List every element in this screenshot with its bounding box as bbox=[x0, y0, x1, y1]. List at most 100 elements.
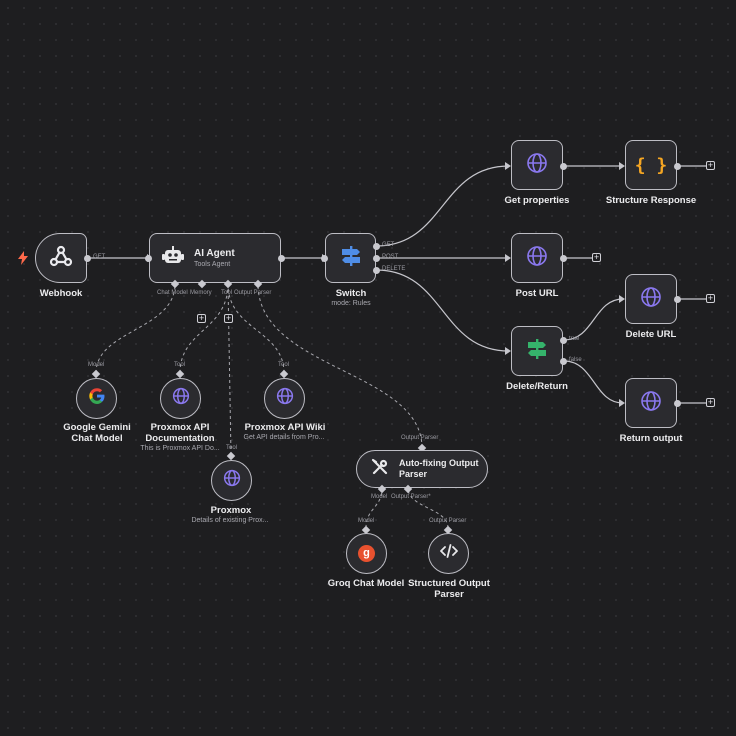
ai-agent-input-handle[interactable] bbox=[145, 255, 152, 262]
ai-agent-output-handle[interactable] bbox=[278, 255, 285, 262]
proxmox-subtitle: Details of existing Prox... bbox=[191, 517, 269, 524]
memory-add-button[interactable]: + bbox=[197, 313, 206, 323]
arrow-head bbox=[619, 295, 625, 303]
groq-icon: g bbox=[358, 545, 375, 562]
structure-response-add-button[interactable]: + bbox=[706, 160, 715, 170]
edge-apiwiki-tool bbox=[227, 283, 285, 374]
globe-icon bbox=[640, 390, 662, 417]
edge-parser-outputparser bbox=[257, 283, 423, 449]
globe-icon bbox=[223, 469, 241, 492]
gemini-title: Google Gemini Chat Model bbox=[63, 422, 131, 444]
braces-icon: { } bbox=[634, 154, 668, 176]
switch-input-handle[interactable] bbox=[321, 255, 328, 262]
arrow-head bbox=[619, 162, 625, 170]
robot-icon bbox=[162, 245, 184, 272]
auto-parser-output-parser-label: Output Parser* bbox=[391, 494, 431, 500]
globe-icon bbox=[172, 387, 190, 410]
tool-add-button[interactable]: + bbox=[224, 313, 233, 323]
auto-fixing-parser-title: Auto-fixing Output Parser bbox=[399, 458, 479, 479]
delete-return-true-label: true bbox=[569, 336, 580, 342]
arrow-head bbox=[505, 254, 511, 262]
ai-agent-node[interactable]: AI Agent Tools Agent bbox=[149, 233, 281, 283]
api-doc-port-label: Tool bbox=[174, 362, 186, 368]
ai-agent-subtitle: Tools Agent bbox=[194, 261, 231, 268]
globe-icon bbox=[276, 387, 294, 410]
delete-return-true-handle[interactable] bbox=[560, 337, 567, 344]
get-properties-node[interactable] bbox=[511, 140, 563, 190]
structure-response-node[interactable]: { } bbox=[625, 140, 677, 190]
structured-parser-node[interactable] bbox=[428, 533, 469, 574]
webhook-icon bbox=[48, 243, 74, 274]
switch-delete-label: DELETE bbox=[382, 266, 406, 272]
edge-switch-delete bbox=[375, 269, 510, 352]
edge-proxmox-tool bbox=[227, 283, 232, 456]
memory-port-label: Memory bbox=[190, 290, 212, 296]
signpost-icon bbox=[525, 337, 549, 366]
proxmox-api-doc-title: Proxmox API Documentation bbox=[145, 422, 215, 444]
webhook-output-handle[interactable] bbox=[84, 255, 91, 262]
proxmox-api-doc-node[interactable] bbox=[160, 378, 201, 419]
return-output-output-handle[interactable] bbox=[674, 400, 681, 407]
switch-get-label: GET bbox=[382, 242, 395, 248]
delete-url-node[interactable] bbox=[625, 274, 677, 324]
delete-return-node[interactable] bbox=[511, 326, 563, 376]
api-wiki-port-label: Tool bbox=[278, 362, 290, 368]
structured-parser-port-label: Output Parser bbox=[429, 518, 467, 524]
switch-node[interactable] bbox=[325, 233, 376, 283]
auto-parser-model-label: Model bbox=[371, 494, 388, 500]
delete-url-output-handle[interactable] bbox=[674, 296, 681, 303]
post-url-add-button[interactable]: + bbox=[592, 252, 601, 262]
switch-delete-handle[interactable] bbox=[373, 267, 380, 274]
auto-fixing-parser-node[interactable]: Auto-fixing Output Parser bbox=[356, 450, 488, 488]
switch-post-handle[interactable] bbox=[373, 255, 380, 262]
arrow-head bbox=[505, 162, 511, 170]
post-url-output-handle[interactable] bbox=[560, 255, 567, 262]
post-url-node[interactable] bbox=[511, 233, 563, 283]
arrow-head bbox=[505, 347, 511, 355]
return-output-add-button[interactable]: + bbox=[706, 397, 715, 407]
delete-url-title: Delete URL bbox=[625, 329, 677, 340]
edge-true-deleteurl bbox=[563, 298, 624, 341]
delete-url-add-button[interactable]: + bbox=[706, 293, 715, 303]
globe-icon bbox=[526, 245, 548, 272]
proxmox-api-wiki-node[interactable] bbox=[264, 378, 305, 419]
edge-false-return bbox=[563, 360, 624, 404]
globe-icon bbox=[526, 152, 548, 179]
edge-apidoc-tool bbox=[179, 283, 229, 374]
return-output-node[interactable] bbox=[625, 378, 677, 428]
structure-response-output-handle[interactable] bbox=[674, 163, 681, 170]
groq-node[interactable]: g bbox=[346, 533, 387, 574]
webhook-title: Webhook bbox=[39, 288, 83, 299]
return-output-title: Return output bbox=[619, 433, 683, 444]
proxmox-node[interactable] bbox=[211, 460, 252, 501]
gemini-port-label: Model bbox=[88, 362, 105, 368]
get-properties-output-handle[interactable] bbox=[560, 163, 567, 170]
groq-glyph: g bbox=[363, 547, 370, 559]
wrench-screwdriver-icon bbox=[371, 458, 389, 481]
gemini-node[interactable] bbox=[76, 378, 117, 419]
proxmox-api-wiki-title: Proxmox API Wiki bbox=[244, 422, 326, 433]
delete-return-false-handle[interactable] bbox=[560, 358, 567, 365]
output-parser-port-label: Output Parser bbox=[234, 290, 272, 296]
signpost-icon bbox=[339, 244, 363, 273]
switch-subtitle: mode: Rules bbox=[331, 300, 371, 307]
proxmox-api-wiki-subtitle: Get API details from Pro... bbox=[243, 434, 325, 441]
webhook-port-label: GET bbox=[93, 254, 106, 260]
proxmox-port-label: Tool bbox=[226, 445, 238, 451]
switch-get-handle[interactable] bbox=[373, 243, 380, 250]
groq-port-label: Model bbox=[358, 518, 375, 524]
switch-post-label: POST bbox=[382, 254, 399, 260]
tool-port-label: Tool bbox=[221, 290, 233, 296]
google-icon bbox=[88, 387, 106, 410]
arrow-head bbox=[619, 399, 625, 407]
lightning-bolt-icon bbox=[17, 251, 29, 270]
webhook-node[interactable] bbox=[35, 233, 87, 283]
groq-title: Groq Chat Model bbox=[327, 578, 405, 589]
structure-response-title: Structure Response bbox=[605, 195, 697, 206]
proxmox-api-doc-subtitle: This is Proxmox API Do... bbox=[140, 445, 220, 452]
edge-switch-get bbox=[375, 165, 510, 247]
post-url-title: Post URL bbox=[515, 288, 559, 299]
get-properties-title: Get properties bbox=[504, 195, 570, 206]
ai-agent-title: AI Agent bbox=[194, 248, 235, 259]
